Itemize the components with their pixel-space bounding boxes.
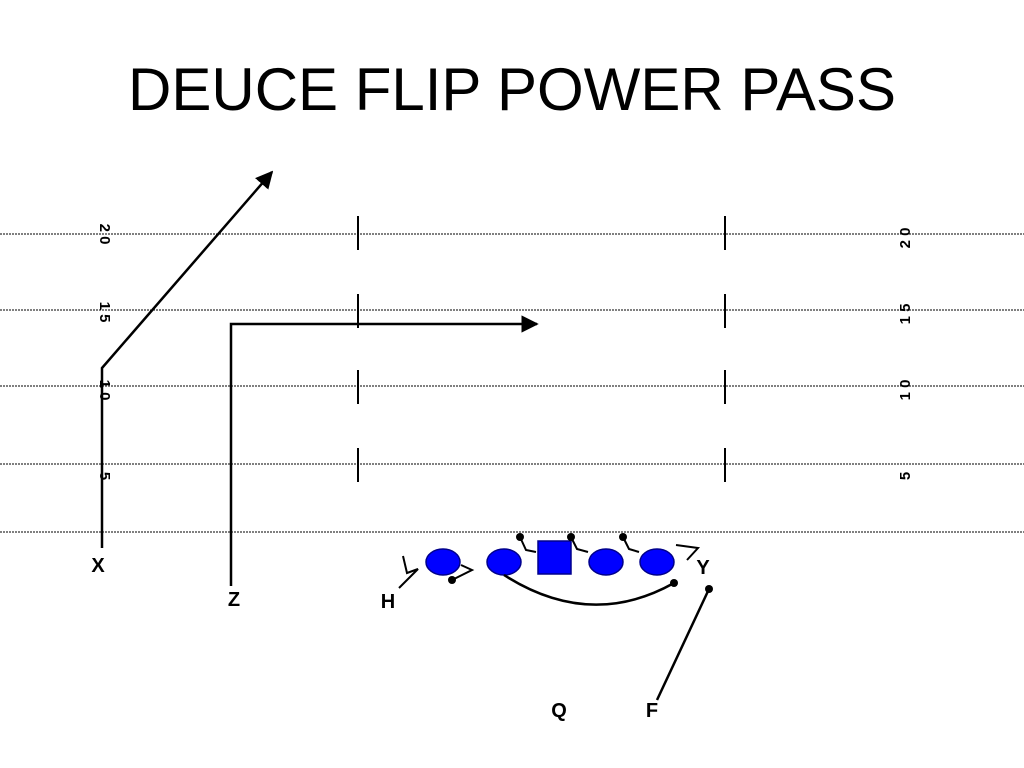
player-label-x: X — [91, 555, 105, 577]
block-dot — [670, 579, 678, 587]
player-label-y: Y — [696, 557, 710, 579]
block-dot — [619, 533, 627, 541]
block-dot — [448, 576, 456, 584]
yard-number-right: 1 5 — [897, 304, 914, 325]
yard-number-right: 2 0 — [897, 228, 914, 249]
lineman-left-guard — [486, 548, 522, 576]
right-tackle-block — [675, 544, 701, 561]
center-block — [570, 536, 589, 553]
yard-lines — [0, 233, 1024, 533]
block-dot — [567, 533, 575, 541]
block-dot — [516, 533, 524, 541]
x-route — [100, 170, 274, 548]
player-label-h: H — [381, 591, 395, 613]
player-label-q: Q — [551, 700, 567, 722]
f-route-dot — [705, 585, 713, 593]
offensive-line — [425, 540, 675, 576]
player-label-f: F — [646, 700, 658, 722]
player-labels: X Z H Y Q F — [91, 555, 710, 722]
blocking-assignments — [448, 533, 701, 606]
center-square — [537, 540, 572, 575]
yard-number-right: 1 0 — [897, 380, 914, 401]
yard-number-left: 1 0 — [96, 380, 113, 401]
yard-number-right: 5 — [897, 472, 914, 480]
h-block — [398, 555, 419, 589]
yard-numbers-left: 2 0 1 5 1 0 5 — [96, 224, 113, 481]
yard-number-left: 5 — [96, 472, 113, 480]
z-route — [229, 315, 539, 586]
f-route — [655, 588, 711, 701]
left-guard-block — [519, 536, 537, 553]
yard-number-left: 2 0 — [96, 224, 113, 245]
lineman-right-tackle — [639, 548, 675, 576]
left-tackle-block — [451, 564, 475, 581]
play-title: DEUCE FLIP POWER PASS — [128, 56, 896, 123]
lineman-left-tackle — [425, 548, 461, 576]
right-guard-block — [622, 536, 640, 553]
hash-marks — [357, 216, 726, 482]
lineman-right-guard — [588, 548, 624, 576]
yard-numbers-right: 2 0 1 5 1 0 5 — [897, 228, 914, 481]
yard-number-left: 1 5 — [96, 302, 113, 323]
pull-route — [503, 573, 675, 606]
player-label-z: Z — [228, 589, 240, 611]
